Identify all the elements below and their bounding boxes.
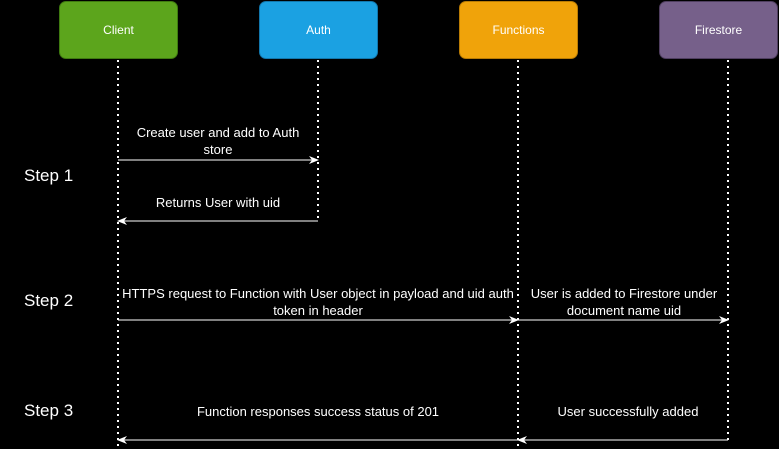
functions-actor-box: Functions [459, 1, 578, 59]
firestore-actor-label: Firestore [694, 23, 743, 37]
step-3-label: Step 3 [24, 401, 74, 420]
https-request-message: HTTPS request to Function with User obje… [122, 286, 514, 318]
step-2-label: Step 2 [24, 291, 74, 310]
auth-actor-label: Auth [306, 23, 331, 37]
firestore-actor-box: Firestore [659, 1, 778, 59]
user-success-message: User successfully added [557, 404, 699, 419]
client-actor-label: Client [103, 23, 134, 37]
returns-user-message: Returns User with uid [155, 195, 281, 210]
function-response-message: Function responses success status of 201 [196, 404, 440, 419]
user-added-firestore-message: User is added to Firestore under documen… [530, 286, 718, 318]
create-user-message: Create user and add to Auth store [136, 125, 300, 157]
client-actor-box: Client [59, 1, 178, 59]
auth-actor-box: Auth [259, 1, 378, 59]
functions-actor-label: Functions [492, 23, 545, 37]
step-1-label: Step 1 [24, 166, 74, 185]
